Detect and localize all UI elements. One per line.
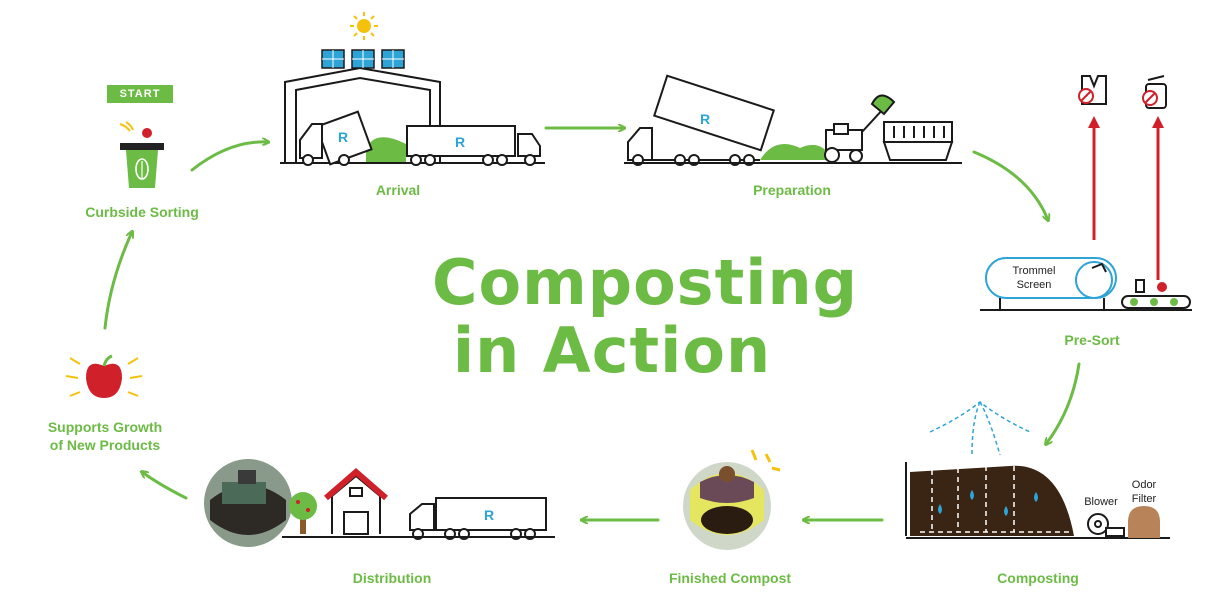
solar-panel-icon (321, 49, 405, 69)
arrow-curbside-to-arrival (190, 142, 268, 172)
plastic-bag-icon (1078, 75, 1107, 105)
contaminant-removal-arrows (1088, 116, 1164, 280)
distribution-photo (204, 459, 292, 547)
apple-icon (65, 354, 143, 398)
trommel-label-line2: Screen (1016, 279, 1052, 291)
stage-label-finished: Finished Compost (668, 570, 792, 586)
compost-windrow-icon (905, 462, 1170, 539)
title-line2: in Action (452, 314, 772, 387)
trommel-screen-icon (980, 257, 1192, 311)
stage-label-growth-line1: Supports Growth (47, 419, 163, 435)
dumping-truck-icon: R (627, 74, 776, 166)
odor-filter-label-line1: Odor (1131, 479, 1157, 491)
grinder-hopper-icon (882, 121, 954, 161)
organic-pile (760, 144, 832, 160)
arrow-presort-to-composting (1046, 362, 1081, 444)
trommel-label-line1: Trommel (1012, 265, 1056, 277)
stage-label-distribution: Distribution (352, 570, 432, 586)
sun-icon (350, 12, 378, 40)
semi-truck-icon: R (406, 125, 541, 166)
delivery-truck-icon: R (409, 497, 547, 540)
stage-label-preparation: Preparation (753, 182, 831, 198)
aeration-lines (929, 401, 1031, 456)
tree-icon (289, 492, 317, 534)
title-line1: Composting (432, 246, 858, 319)
svg-text:R: R (455, 134, 465, 150)
stage-label-composting: Composting (997, 570, 1079, 586)
stage-label-presort: Pre-Sort (1064, 332, 1120, 348)
blower-icon (1087, 513, 1125, 537)
arrow-growth-to-curbside (103, 232, 132, 330)
barn-icon (324, 468, 388, 535)
svg-text:R: R (484, 507, 494, 523)
finished-compost-photo (683, 462, 771, 550)
arrow-distribution-to-growth (142, 472, 188, 500)
stage-label-curbside: Curbside Sorting (85, 204, 199, 220)
tractor-loader-icon (824, 94, 896, 163)
conveyor-icon (1121, 279, 1191, 309)
blower-label: Blower (1084, 496, 1118, 508)
can-icon (1142, 75, 1167, 109)
odor-filter-label-line2: Filter (1131, 493, 1157, 505)
compost-bin-icon (119, 121, 164, 188)
svg-text:R: R (700, 111, 710, 127)
svg-text:R: R (338, 129, 348, 145)
stage-label-growth-line2: of New Products (49, 437, 161, 453)
garbage-truck-icon: R (299, 110, 406, 166)
odor-filter-icon (1128, 506, 1160, 538)
sparkle-icon (750, 449, 781, 472)
arrow-preparation-to-presort (972, 150, 1048, 220)
start-badge: START (107, 85, 173, 103)
flow-arrows (103, 128, 1081, 520)
stage-label-arrival: Arrival (375, 182, 421, 198)
